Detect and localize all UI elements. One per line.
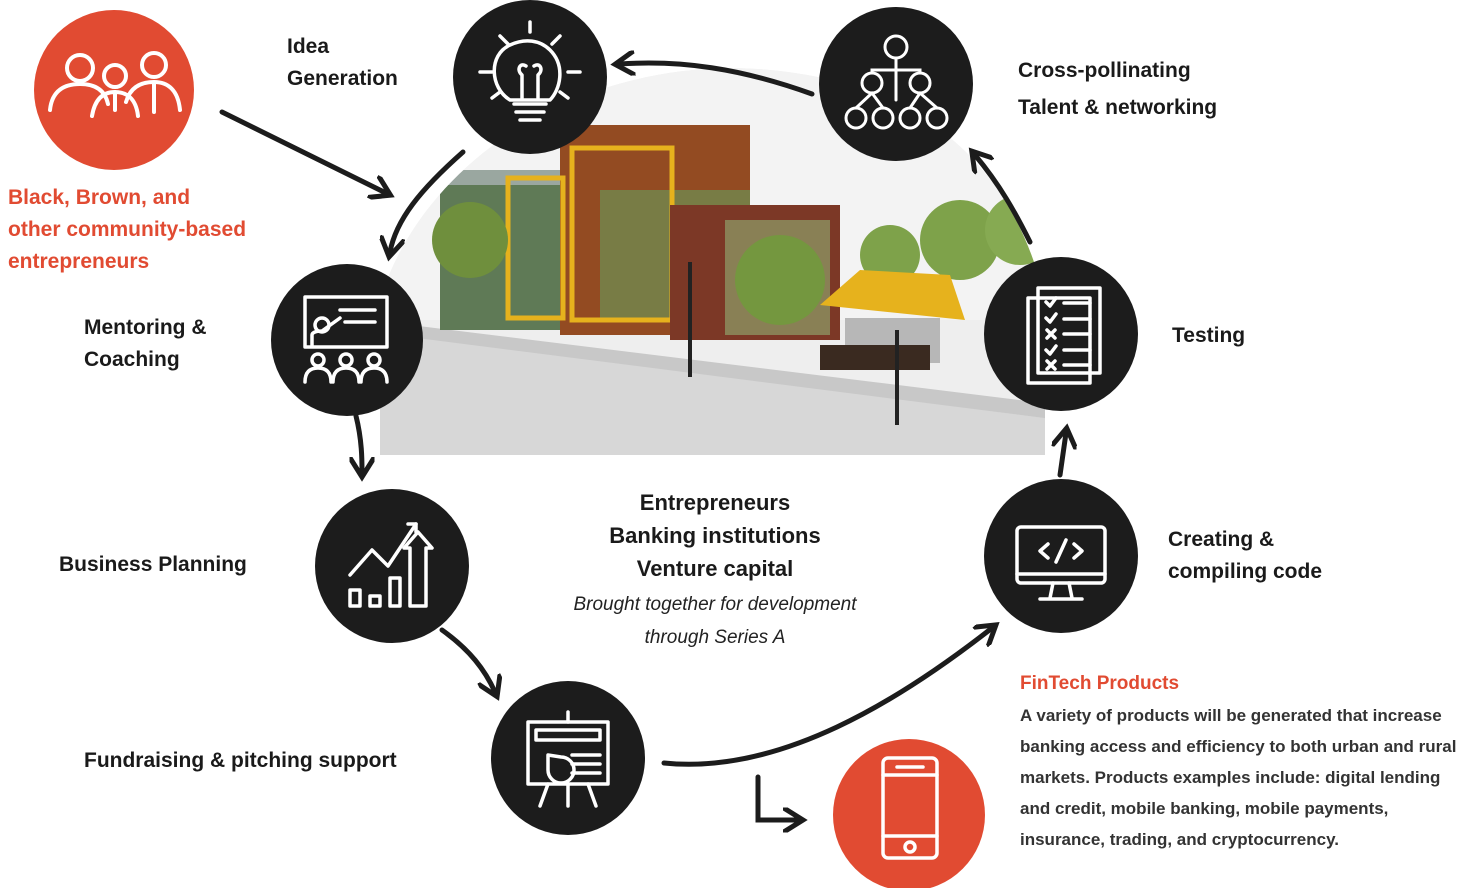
- center-line: Banking institutions: [609, 523, 821, 548]
- presentation-icon: [303, 295, 389, 384]
- cross-label: Cross-pollinating Talent & networking: [1018, 59, 1218, 119]
- arrow-creating-to-testing: [1060, 433, 1066, 478]
- mentoring-node: [271, 264, 423, 416]
- idea-label: Idea Generation: [287, 35, 398, 90]
- creating-label: Creating & compiling code: [1168, 528, 1323, 583]
- center-line: Venture capital: [636, 556, 794, 581]
- center-italic-line: through Series A: [644, 627, 786, 648]
- center-line: Entrepreneurs: [639, 490, 791, 515]
- community-label: Black, Brown, and other community-based …: [8, 186, 247, 273]
- arrow-fundraising-to-creating: [661, 628, 992, 767]
- arrow-business-to-fundraising: [439, 627, 495, 692]
- arrow-cross-to-idea: [620, 63, 815, 97]
- cross-node: [819, 7, 973, 161]
- business-label: Business Planning: [59, 553, 247, 576]
- network-icon: [844, 34, 949, 130]
- fintech-title: FinTech Products: [1020, 673, 1180, 694]
- mentoring-label: Mentoring & Coaching: [84, 316, 207, 371]
- code-monitor-icon: [1015, 525, 1107, 601]
- smartphone-icon: [881, 756, 939, 860]
- arrow-community-to-cycle: [219, 109, 386, 193]
- growth-chart-icon: [348, 522, 434, 608]
- checklist-icon: [1026, 286, 1102, 385]
- arrow-mentoring-to-business: [356, 413, 362, 472]
- fintech-description: A variety of products will be generated …: [1020, 706, 1457, 849]
- pitch-board-icon: [526, 710, 610, 808]
- arrow-idea-to-mentoring: [390, 149, 466, 252]
- flow-arrows: [219, 63, 1066, 820]
- creating-node: [984, 479, 1138, 633]
- lightbulb-icon: [478, 20, 582, 122]
- testing-node: [984, 257, 1138, 411]
- idea-node: [453, 0, 607, 154]
- center-italic-line: Brought together for development: [573, 594, 857, 615]
- community-node: [34, 10, 194, 170]
- business-node: [315, 489, 469, 643]
- people-group-icon: [48, 51, 182, 118]
- fundraising-label: Fundraising & pitching support: [84, 749, 397, 772]
- fundraising-node: [491, 681, 645, 835]
- fintech-block: FinTech Products A variety of products w…: [1020, 670, 1465, 855]
- arrow-to-fintech: [755, 774, 798, 820]
- fintech-phone-node: [833, 739, 985, 888]
- arrow-testing-to-cross: [975, 155, 1033, 245]
- testing-label: Testing: [1172, 324, 1246, 347]
- center-text: Entrepreneurs Banking institutions Ventu…: [520, 486, 910, 654]
